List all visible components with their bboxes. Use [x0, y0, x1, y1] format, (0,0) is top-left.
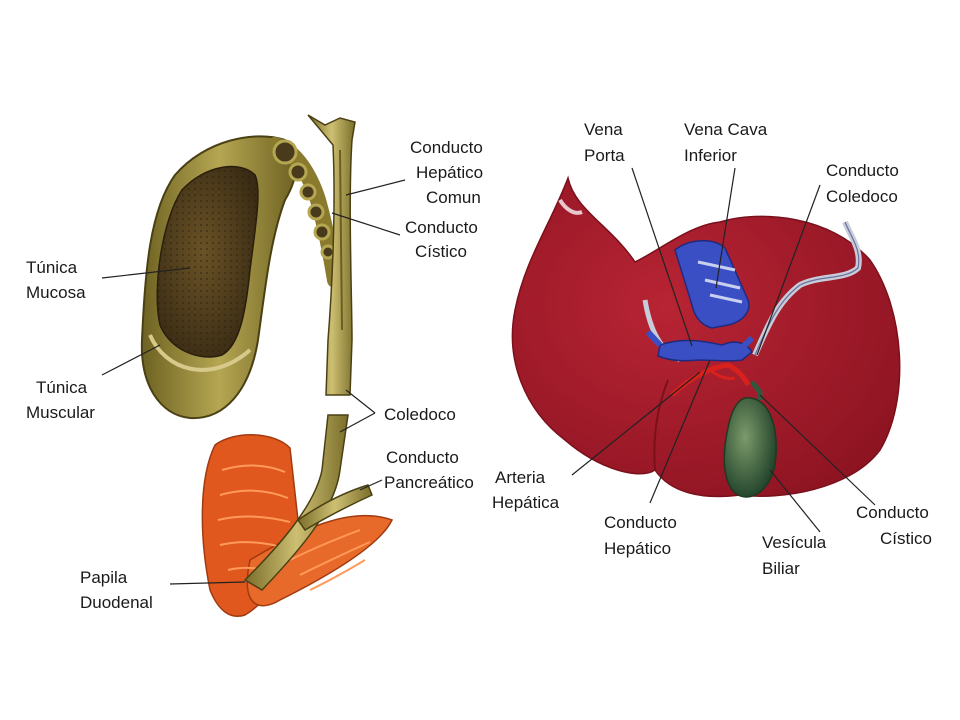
label-conducto-cistico-right: Conducto Cístico: [856, 503, 934, 548]
label-vena-porta: Vena Porta: [584, 120, 628, 165]
leader-conducto-cistico: [759, 394, 876, 506]
inferior-vena-cava: [674, 240, 750, 329]
gallbladder: [140, 135, 298, 420]
gallbladder-vesicle: [723, 380, 777, 498]
label-coledoco-left: Coledoco: [384, 405, 456, 424]
label-conducto-pancreatico: Conducto Pancreático: [384, 448, 474, 492]
liver: [511, 175, 901, 498]
cystic-duct: [267, 137, 343, 288]
label-vesicula-biliar: Vesícula Biliar: [762, 533, 831, 578]
label-conducto-cistico-left: Conducto Cístico: [405, 218, 483, 261]
leader-conducto-hepatico: [649, 359, 711, 504]
leader-muscular: [101, 344, 161, 376]
label-conducto-coledoco: Conducto Coledoco: [826, 161, 904, 206]
leader-vena-cava: [715, 167, 736, 289]
leader-pancreatico: [359, 479, 383, 491]
label-tunica-mucosa: Túnica Mucosa: [26, 258, 86, 302]
label-conducto-hepatico-comun: Conducto Hepático Comun: [410, 138, 488, 207]
leader-coledoco-a: [345, 389, 376, 414]
leader-hepatico-comun: [345, 179, 406, 196]
leader-coledoco-right: [756, 184, 821, 356]
leader-vesicula: [769, 469, 821, 533]
label-conducto-hepatico: Conducto Hepático: [604, 513, 682, 558]
label-tunica-muscular: Túnica Muscular: [26, 378, 95, 422]
leader-arteria: [571, 371, 701, 476]
hepatic-duct-column: [243, 114, 373, 591]
label-arteria-hepatica: Arteria Hepática: [492, 468, 560, 512]
leader-cistico: [331, 212, 401, 236]
leader-mucosa: [101, 267, 191, 279]
label-papila-duodenal: Papila Duodenal: [80, 568, 153, 612]
label-vena-cava-inferior: Vena Cava Inferior: [684, 120, 772, 165]
leader-vena-porta: [631, 167, 693, 347]
leader-coledoco-b: [339, 412, 376, 433]
leader-papila: [169, 581, 246, 585]
portal-vein: [645, 329, 755, 362]
left-figure: [101, 114, 406, 617]
right-figure: [511, 167, 901, 533]
